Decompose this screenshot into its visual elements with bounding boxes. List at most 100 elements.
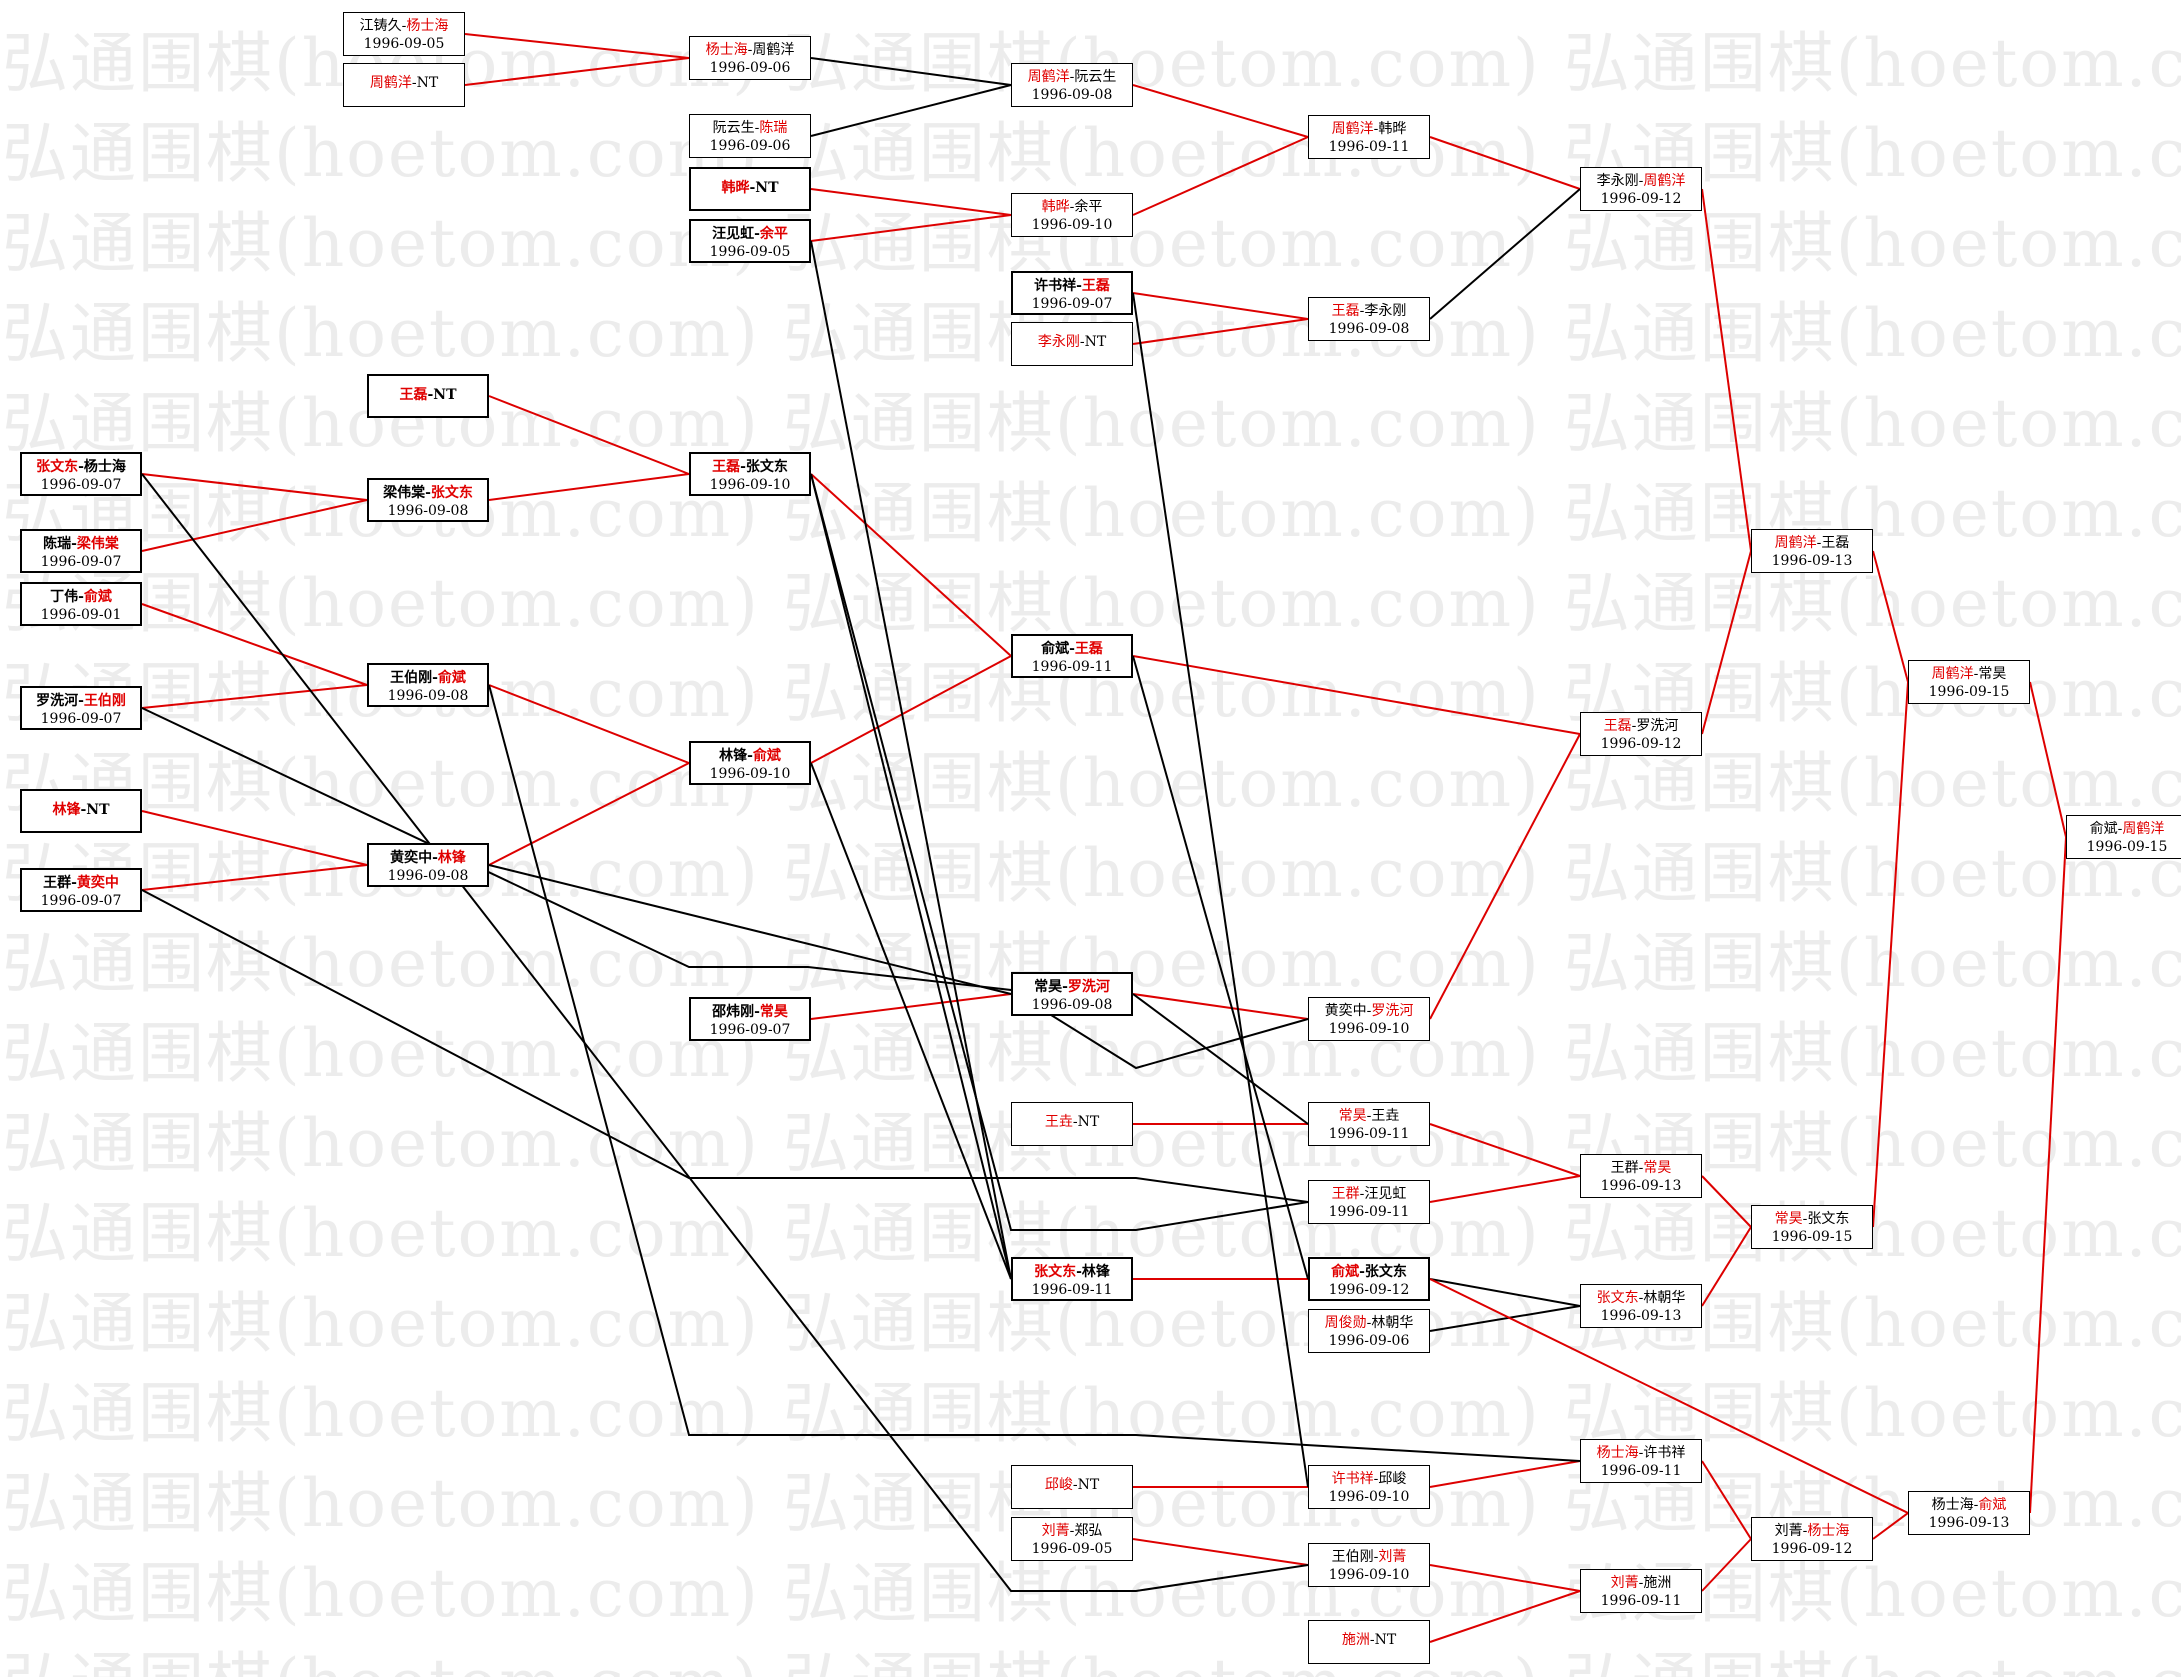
player-name: 周俊勋 xyxy=(1324,1315,1367,1331)
player-name: 王垚 xyxy=(1371,1108,1400,1124)
player-name: 余平 xyxy=(759,226,788,242)
match-players: 俞斌-张文东 xyxy=(1331,1264,1407,1280)
match-players: 周鹤洋-阮云生 xyxy=(1028,69,1117,85)
player-separator: - xyxy=(1973,666,1979,682)
player-name: 王磊 xyxy=(712,459,741,475)
bracket-connector-m31-m35 xyxy=(1132,993,1309,1125)
player-separator: - xyxy=(747,748,753,764)
match-node[interactable]: 王垚-NT xyxy=(1011,1102,1133,1146)
match-node[interactable]: 许书祥-邱峻 1996-09-10 xyxy=(1308,1465,1430,1509)
player-name: 韩晔 xyxy=(721,180,750,196)
match-node[interactable]: 施洲-NT xyxy=(1308,1620,1430,1664)
bracket-connector-m28-m27 xyxy=(1701,550,1752,735)
player-name: 王伯刚 xyxy=(1331,1549,1374,1565)
match-players: 周鹤洋-王磊 xyxy=(1775,535,1850,551)
match-players: 许书祥-邱峻 xyxy=(1332,1471,1407,1487)
player-separator: - xyxy=(1359,1264,1365,1280)
match-date: 1996-09-11 xyxy=(1328,1126,1410,1142)
player-name: 王磊 xyxy=(1821,535,1850,551)
match-players: 刘菁-施洲 xyxy=(1611,1575,1672,1591)
player-name: 杨士海 xyxy=(1807,1523,1850,1539)
match-node[interactable]: 周鹤洋-NT xyxy=(343,63,465,107)
bracket-connector-m17-m39 xyxy=(810,473,1012,1280)
player-separator: - xyxy=(1069,1523,1075,1539)
match-players: 王群-汪见虹 xyxy=(1332,1186,1407,1202)
player-name: 王群 xyxy=(1610,1160,1639,1176)
match-node[interactable]: 李永刚-NT xyxy=(1011,322,1133,366)
match-date: 1996-09-11 xyxy=(1328,139,1410,155)
player-name: 林锋 xyxy=(719,748,748,764)
player-separator: - xyxy=(1079,334,1085,350)
match-players: 张文东-杨士海 xyxy=(36,459,126,475)
player-separator: - xyxy=(1631,718,1637,734)
player-name: 俞斌 xyxy=(437,670,466,686)
bracket-connector-m16-m17 xyxy=(488,473,690,501)
player-name: 张文东 xyxy=(745,459,788,475)
bracket-connector-m26-m36 xyxy=(141,889,1309,1203)
player-name: 许书祥 xyxy=(1034,278,1077,294)
match-node[interactable]: 邱峻-NT xyxy=(1011,1465,1133,1509)
player-name: 俞斌 xyxy=(752,748,781,764)
player-separator: - xyxy=(747,42,753,58)
match-date: 1996-09-10 xyxy=(1031,217,1113,233)
match-players: 刘菁-杨士海 xyxy=(1775,1523,1850,1539)
match-date: 1996-09-10 xyxy=(1328,1489,1410,1505)
player-separator: - xyxy=(1359,303,1365,319)
match-date: 1996-09-07 xyxy=(40,711,122,727)
match-players: 黄奕中-罗洗河 xyxy=(1325,1003,1414,1019)
match-node[interactable]: 王磊-NT xyxy=(367,374,489,418)
bracket-connector-m47-m48 xyxy=(1429,1564,1581,1592)
bracket-connector-m42-m38 xyxy=(1701,1226,1752,1307)
match-players: 常昊-张文东 xyxy=(1775,1211,1850,1227)
bracket-connector-m11-m13 xyxy=(1429,136,1581,190)
bracket-connector-m25-m31 xyxy=(488,864,1012,995)
bracket-connector-m50-m51 xyxy=(1872,1512,1909,1540)
match-node[interactable]: 林锋-NT xyxy=(20,789,142,833)
match-node[interactable]: 韩晔-NT xyxy=(689,167,811,211)
player-separator: - xyxy=(754,1004,760,1020)
match-date: 1996-09-06 xyxy=(709,138,791,154)
